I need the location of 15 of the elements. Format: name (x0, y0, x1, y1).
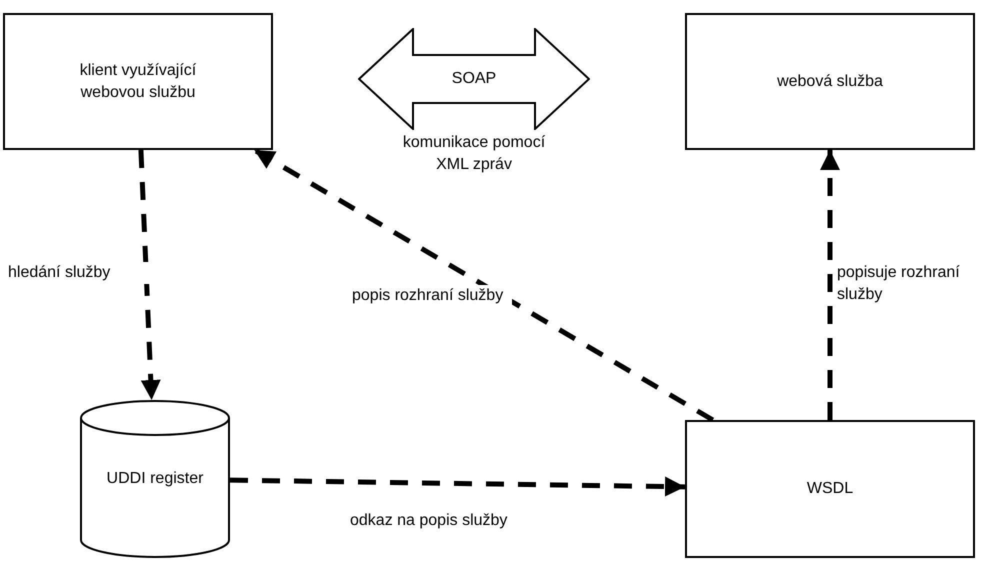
node-label: webová služba (777, 72, 883, 92)
dashed-arrow (820, 150, 840, 420)
edge-label: popis rozhraní služby (352, 285, 512, 307)
node-label: SOAP (452, 69, 496, 89)
node-label: UDDI register (106, 469, 204, 489)
node-label: klient využívající webovou službu (78, 60, 198, 102)
database-cylinder (80, 400, 230, 558)
process-box (3, 13, 273, 150)
double-block-arrow (358, 28, 590, 130)
dashed-arrow (253, 148, 714, 422)
node-label: WSDL (806, 479, 854, 499)
process-box (685, 13, 975, 150)
dashed-arrow (138, 150, 161, 400)
process-box (685, 420, 975, 558)
dashed-arrow (230, 476, 686, 497)
